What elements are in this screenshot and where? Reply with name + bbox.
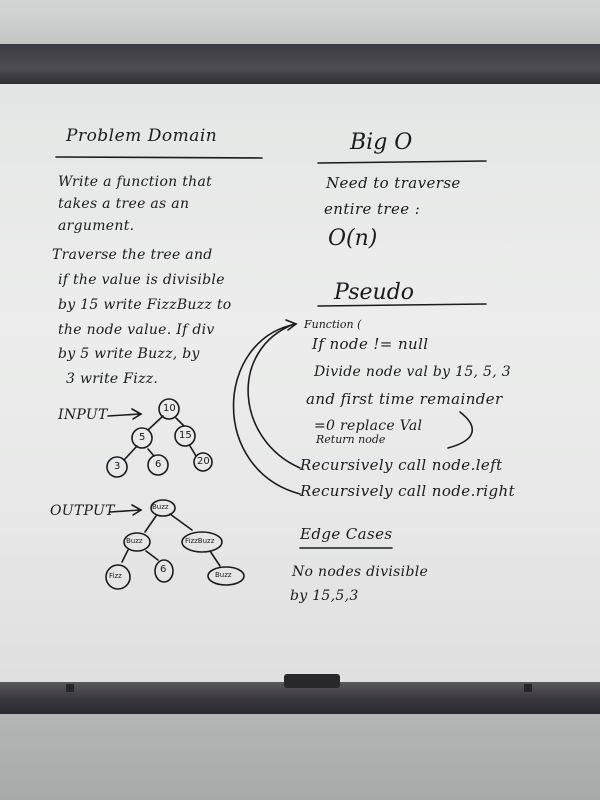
problem-domain-line: takes a tree as an [58, 196, 190, 212]
tree-node [207, 566, 245, 586]
big-o-complexity: O(n) [328, 226, 378, 251]
problem-domain-line: by 5 write Buzz, by [58, 346, 200, 362]
pseudo-underline [317, 303, 487, 307]
wall [0, 0, 600, 48]
tree-node [174, 425, 196, 447]
edge-cases-title: Edge Cases [300, 525, 393, 543]
pseudo-line: Return node [316, 433, 386, 446]
input-node-value: 5 [139, 432, 146, 443]
output-node-value: Buzz [215, 571, 232, 579]
whiteboard-top-frame [0, 44, 600, 84]
output-node-value: Buzz [126, 537, 143, 545]
recursion-arrow-left [247, 323, 301, 469]
output-node-value: FizzBuzz [185, 537, 215, 545]
tray-bracket [66, 684, 74, 692]
output-node-value: 6 [160, 564, 167, 575]
tree-node [147, 454, 169, 476]
tree-node [193, 452, 213, 472]
tree-node [123, 532, 151, 552]
problem-domain-line: the node value. If div [58, 322, 215, 338]
problem-domain-line: if the value is divisible [58, 272, 225, 288]
tree-node [154, 559, 174, 583]
tree-node [106, 456, 128, 478]
big-o-line: entire tree : [324, 200, 421, 218]
input-label: INPUT [58, 407, 108, 423]
edge-cases-line: by 15,5,3 [290, 588, 359, 604]
problem-domain-line: argument. [58, 218, 135, 234]
big-o-underline [317, 160, 487, 164]
edge-cases-line: No nodes divisible [292, 564, 429, 580]
whiteboard-surface [0, 84, 600, 682]
whiteboard-eraser [284, 674, 340, 688]
tree-node [181, 531, 223, 553]
pseudo-line: and first time remainder [306, 390, 503, 408]
pseudo-line: Divide node val by 15, 5, 3 [314, 364, 511, 380]
pseudo-title: Pseudo [334, 280, 415, 305]
big-o-line: Need to traverse [326, 174, 461, 192]
input-node-value: 20 [197, 456, 210, 467]
problem-domain-title: Problem Domain [66, 126, 218, 146]
problem-domain-line: Traverse the tree and [52, 247, 213, 263]
pseudo-line: =0 replace Val [314, 418, 423, 434]
arrowhead-icon [285, 319, 298, 331]
input-node-value: 10 [163, 403, 176, 414]
output-node-value: Fizz [109, 572, 122, 580]
pseudo-line: If node != null [312, 335, 429, 353]
function-close-paren [447, 411, 474, 449]
output-label: OUTPUT [50, 503, 115, 519]
tray-bracket [524, 684, 532, 692]
input-node-value: 6 [155, 459, 162, 470]
output-arrow-icon [109, 504, 143, 516]
problem-domain-line: by 15 write FizzBuzz to [58, 297, 232, 313]
tree-node [131, 427, 153, 449]
problem-domain-line: 3 write Fizz. [66, 371, 159, 387]
wall-below [0, 714, 600, 800]
pseudo-line: Recursively call node.left [300, 456, 503, 474]
output-node-value: Buzz [152, 503, 169, 511]
input-node-value: 15 [179, 430, 192, 441]
problem-domain-underline [55, 156, 263, 159]
tree-node [105, 564, 131, 590]
problem-domain-line: Write a function that [58, 174, 213, 190]
pseudo-line: Function ( [304, 318, 362, 331]
pseudo-line: Recursively call node.right [300, 482, 515, 500]
recursion-arrow-right [232, 323, 301, 495]
tree-node [150, 499, 176, 517]
big-o-title: Big O [350, 130, 413, 155]
tree-node [158, 398, 180, 420]
input-arrow-icon [107, 408, 143, 420]
input-node-value: 3 [114, 461, 121, 472]
